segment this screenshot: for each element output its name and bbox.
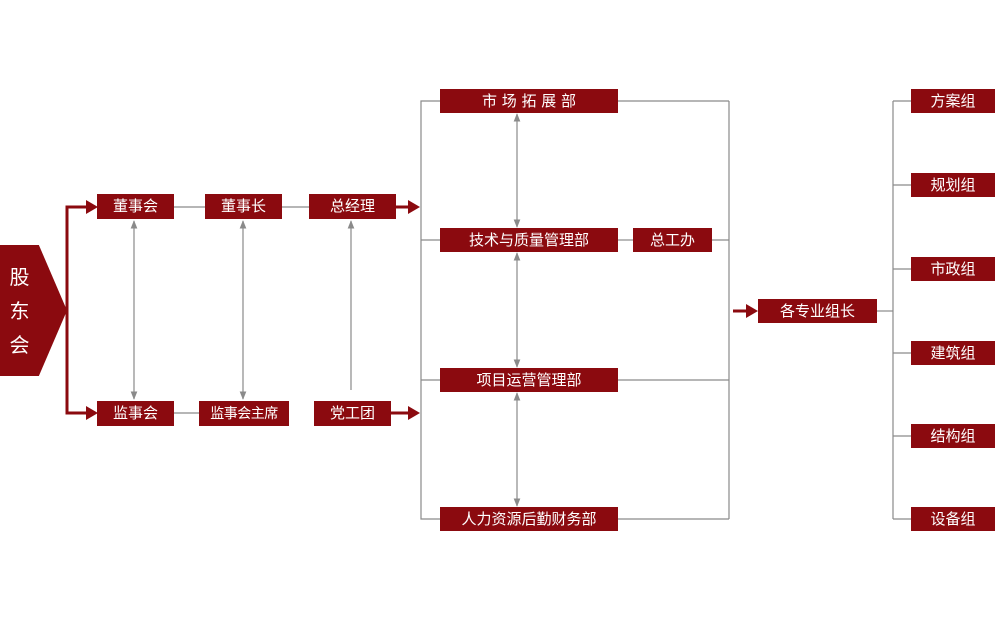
node-group-planning: 规划组 <box>911 173 995 197</box>
node-group-leaders: 各专业组长 <box>758 299 877 323</box>
node-board: 董事会 <box>97 194 174 219</box>
shareholders-char: 东 <box>9 298 30 323</box>
node-party: 党工团 <box>314 401 391 426</box>
node-group-scheme: 方案组 <box>911 89 995 113</box>
node-chairman: 董事长 <box>205 194 282 219</box>
shareholders-char: 会 <box>9 332 30 357</box>
node-group-architecture: 建筑组 <box>911 341 995 365</box>
node-group-equipment: 设备组 <box>911 507 995 531</box>
node-tech-dept: 技术与质量管理部 <box>440 228 618 252</box>
department-bracket <box>420 100 730 520</box>
node-project-dept: 项目运营管理部 <box>440 368 618 392</box>
node-supervisor-chair: 监事会主席 <box>199 401 289 426</box>
groups-bracket <box>877 100 911 520</box>
oversight-arrows <box>130 220 355 400</box>
node-group-municipal: 市政组 <box>911 257 995 281</box>
shareholder-branch <box>65 205 88 415</box>
node-general-manager: 总经理 <box>309 194 396 219</box>
node-hr-dept: 人力资源后勤财务部 <box>440 507 618 531</box>
shareholders-char: 股 <box>9 264 30 289</box>
manager-to-departments-arrows <box>391 200 420 420</box>
node-chief-engineer-office: 总工办 <box>633 228 712 252</box>
node-group-structure: 结构组 <box>911 424 995 448</box>
node-market-dept: 市 场 拓 展 部 <box>440 89 618 113</box>
shareholder-branch-arrows <box>86 200 98 420</box>
departments-to-leaders-arrow <box>733 304 758 318</box>
node-supervisors: 监事会 <box>97 401 174 426</box>
